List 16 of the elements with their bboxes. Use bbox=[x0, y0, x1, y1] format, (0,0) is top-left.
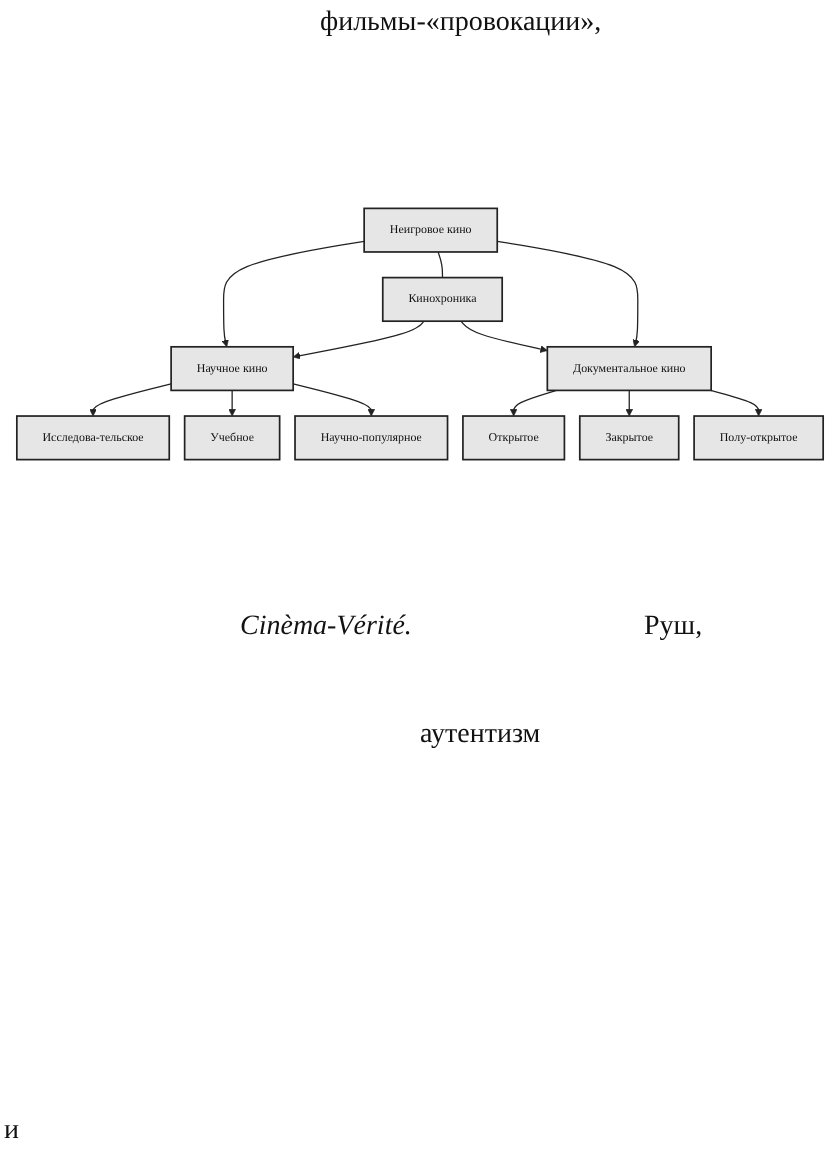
text-fragment: и bbox=[4, 1116, 19, 1148]
arrow bbox=[460, 320, 548, 353]
arrow bbox=[625, 389, 633, 417]
connector bbox=[437, 251, 444, 279]
text-fragment: Cinèma-Vérité. bbox=[240, 612, 412, 644]
text-fragment: аутентизм bbox=[420, 720, 541, 752]
arrow bbox=[292, 320, 425, 360]
arrow bbox=[228, 389, 236, 417]
arrow bbox=[710, 389, 763, 417]
arrow bbox=[496, 240, 640, 348]
arrow bbox=[89, 383, 172, 417]
arrow bbox=[509, 389, 558, 417]
arrow bbox=[221, 240, 365, 348]
text-fragment: фильмы-«провокации», bbox=[320, 8, 602, 40]
arrow bbox=[292, 383, 376, 417]
text-fragment: Руш, bbox=[644, 612, 703, 644]
